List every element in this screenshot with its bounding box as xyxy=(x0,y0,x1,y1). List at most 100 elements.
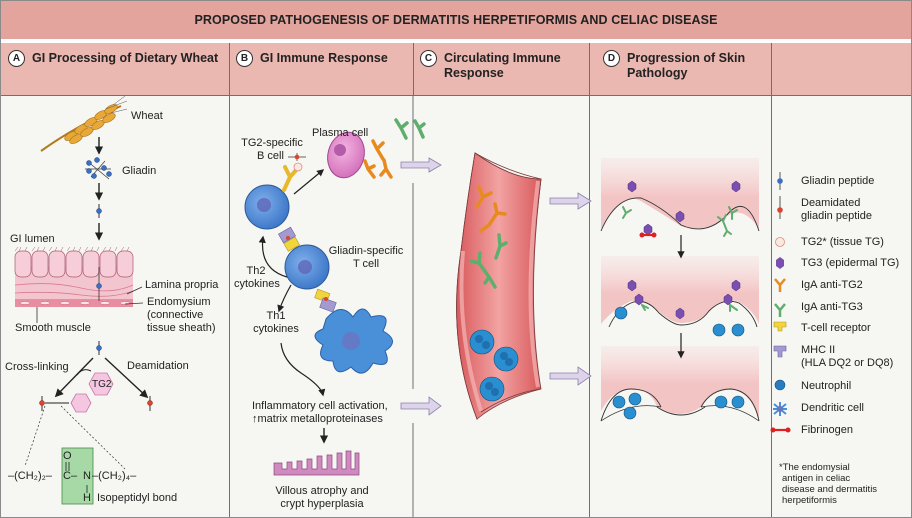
th2-cytokines-label: cytokines xyxy=(234,278,280,290)
title-gap xyxy=(1,39,911,43)
tg2-label: TG2 xyxy=(92,379,112,390)
legend-label: Neutrophil xyxy=(801,380,852,392)
skin-stage-1 xyxy=(600,158,760,241)
gliadin-label: Gliadin xyxy=(122,165,157,177)
legend-label: TG2* (tissue TG) xyxy=(801,236,884,248)
iga-anti-tg2-icon xyxy=(363,139,393,179)
inflammatory-activation-label: ↑matrix metalloproteinases xyxy=(252,413,383,425)
formula-right: –(CH₂)₄– xyxy=(92,470,137,482)
tg2-enzyme-icon xyxy=(88,372,114,396)
leader-line xyxy=(126,286,143,295)
footnote: herpetiformis xyxy=(782,495,837,506)
legend-label: MHC II xyxy=(801,344,836,356)
iga-anti-tg3-icon xyxy=(394,118,426,140)
gliadin-t-cell-label: Gliadin-specific xyxy=(328,245,404,257)
legend-label: TG3 (epidermal TG) xyxy=(801,257,900,269)
tg3-icon xyxy=(627,180,741,320)
footnote: *The endomysial xyxy=(779,462,850,473)
section-badge-b: B xyxy=(236,50,253,67)
legend-t-cell-receptor-icon xyxy=(773,321,787,332)
legend-deamidated-gliadin-peptide-icon xyxy=(777,196,783,219)
deamidation-arrow xyxy=(104,357,149,399)
gliadin-icon xyxy=(85,157,112,180)
formula-oxygen: O xyxy=(63,450,72,462)
flow-arrow xyxy=(549,366,592,386)
divider xyxy=(229,43,230,517)
section-badge-c: C xyxy=(420,50,437,67)
formula-carbon: C xyxy=(63,470,71,482)
lamina-propria-label: Lamina propria xyxy=(145,279,219,291)
gliadin-peptide-icon xyxy=(96,341,102,355)
formula-left: –(CH₂)₂– xyxy=(8,470,52,482)
iga-anti-tg3-icon xyxy=(469,233,508,289)
gliadin-peptide-icon xyxy=(96,283,102,289)
th2-arrow xyxy=(258,235,288,278)
th1-cytokines-label: Th1 xyxy=(266,310,286,322)
section-label-d: Progression of Skin Pathology xyxy=(627,51,746,80)
zoom-line xyxy=(24,405,46,467)
flow-arrow xyxy=(400,157,442,173)
dendritic-cell-icon xyxy=(314,308,393,374)
legend-label: (HLA DQ2 or DQ8) xyxy=(801,357,894,369)
endomysium-label: (connective xyxy=(147,309,204,321)
legend-gliadin-peptide-icon xyxy=(777,172,783,190)
legend-label: Fibrinogen xyxy=(801,424,853,436)
legend-label: Dendritic cell xyxy=(801,402,864,414)
b-cell-icon xyxy=(244,184,290,230)
plasma-cell-icon xyxy=(327,131,365,179)
plasma-cell-label: Plasma cell xyxy=(312,127,369,139)
intestinal-wall-icon xyxy=(14,246,134,307)
legend-fibrinogen-icon xyxy=(770,427,791,433)
th1-cytokines-label: cytokines xyxy=(253,323,299,335)
divider xyxy=(413,43,414,96)
legend-label: IgA anti-TG2 xyxy=(801,279,863,291)
formula-nitrogen: N xyxy=(83,470,91,482)
legend-label: IgA anti-TG3 xyxy=(801,301,863,313)
section-badge-a: A xyxy=(8,50,25,67)
flow-arrow xyxy=(400,396,442,416)
tg2-icon xyxy=(293,162,303,172)
legend-tg3-icon xyxy=(776,257,784,269)
mhc-ii-icon xyxy=(319,297,337,313)
legend-dendritic-cell-icon xyxy=(773,402,787,416)
legend-neutrophil-icon xyxy=(774,379,786,391)
tg2-enzyme-icon xyxy=(70,393,92,413)
villous-atrophy-label: crypt hyperplasia xyxy=(280,498,364,510)
gliadin-t-cell-label: T cell xyxy=(352,258,380,270)
endomysium-label: Endomysium xyxy=(147,296,211,308)
smooth-muscle-label: Smooth muscle xyxy=(15,322,91,334)
gliadin-peptide-icon xyxy=(96,204,102,218)
wheat-icon xyxy=(40,95,128,152)
b-cell-receptor-icon xyxy=(282,165,299,192)
villous-atrophy-icon xyxy=(273,450,360,476)
section-header-d: D Progression of Skin Pathology xyxy=(589,43,771,96)
legend-tg2-icon xyxy=(775,237,785,247)
deamidation-label: Deamidation xyxy=(127,360,189,372)
legend-label: Deamidated xyxy=(801,197,861,209)
deamidated-gliadin-peptide-icon xyxy=(288,153,306,161)
th1-arrow xyxy=(280,342,326,397)
blood-vessel-icon xyxy=(456,152,542,421)
legend-mhc-ii-icon xyxy=(773,345,787,358)
deamidated-gliadin-peptide-icon xyxy=(39,396,45,411)
endomysium-label: tissue sheath) xyxy=(147,322,216,334)
neutrophil-nuclei xyxy=(475,335,513,396)
iga-anti-tg3-icon xyxy=(622,206,738,312)
legend-label: gliadin peptide xyxy=(801,210,872,222)
section-badge-d: D xyxy=(603,50,620,67)
inflammatory-activation-label: Inflammatory cell activation, xyxy=(252,400,388,412)
skin-stage-2 xyxy=(601,256,759,331)
cross-linking-label: Cross-linking xyxy=(5,361,69,373)
tg2-link xyxy=(76,369,92,376)
isopeptidyl-bond-label: Isopeptidyl bond xyxy=(97,492,178,504)
legend-label: T-cell receptor xyxy=(801,322,871,334)
differentiation-arrow xyxy=(293,169,325,195)
flow-arrow xyxy=(549,192,592,210)
diagram-title: PROPOSED PATHOGENESIS OF DERMATITIS HERP… xyxy=(1,1,911,39)
footnote: antigen in celiac xyxy=(782,473,851,484)
th2-cytokines-label: Th2 xyxy=(246,265,266,277)
divider xyxy=(589,43,590,517)
